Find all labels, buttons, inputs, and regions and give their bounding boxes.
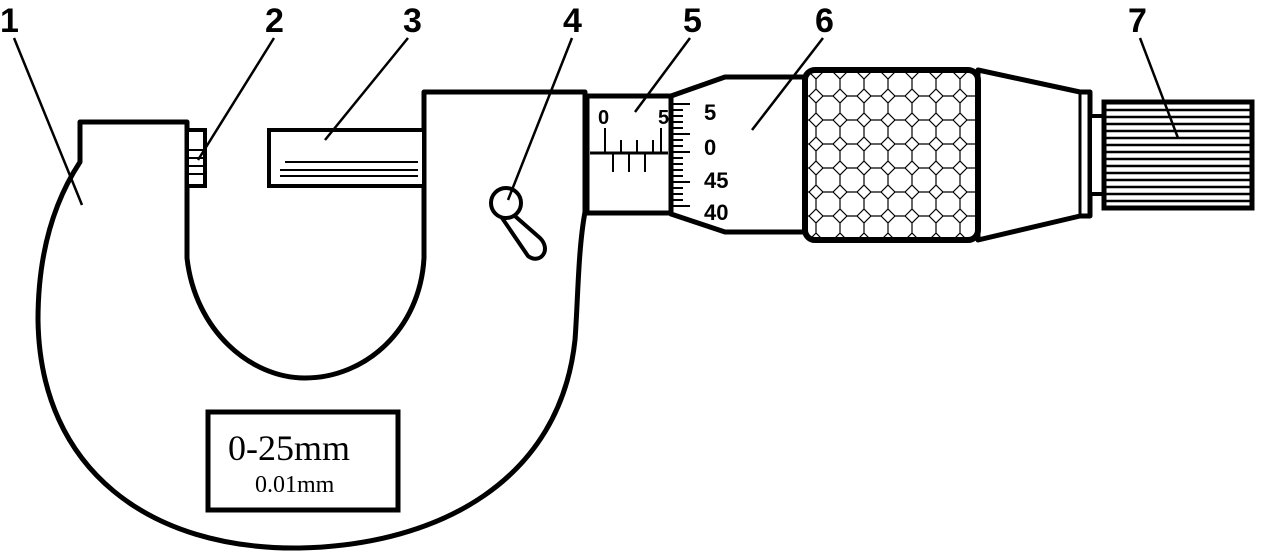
spindle [267,128,426,188]
sleeve-label-zero: 0 [598,107,609,129]
callout-2: 2 [265,2,284,40]
frame-body [35,89,588,551]
lock-lever [489,186,547,261]
label-plate [205,409,401,513]
ratchet-knob [1101,99,1255,211]
thimble [668,74,808,235]
callout-6: 6 [815,2,834,40]
anvil-serrations [189,149,204,175]
thimble-label-45: 45 [704,168,728,193]
callout-7: 7 [1128,2,1147,40]
spindle-lines [280,161,418,177]
thimble-graduations [671,103,690,207]
thimble-label-0: 0 [704,135,716,160]
callout-3: 3 [403,2,422,40]
leader-lines [12,37,1180,206]
callout-4: 4 [563,2,582,40]
thimble-label-40: 40 [704,200,728,225]
resolution-label: 0.01mm [255,472,335,498]
ratchet-ridges [1106,108,1250,203]
callout-1: 1 [0,2,19,40]
sleeve-graduations [604,128,662,172]
knurled-grip [802,67,981,243]
callout-5: 5 [683,2,702,40]
thimble-label-5: 5 [704,100,716,125]
thimble-taper [975,67,1093,243]
range-label: 0-25mm [228,428,350,468]
sleeve-label-five: 5 [658,107,669,129]
